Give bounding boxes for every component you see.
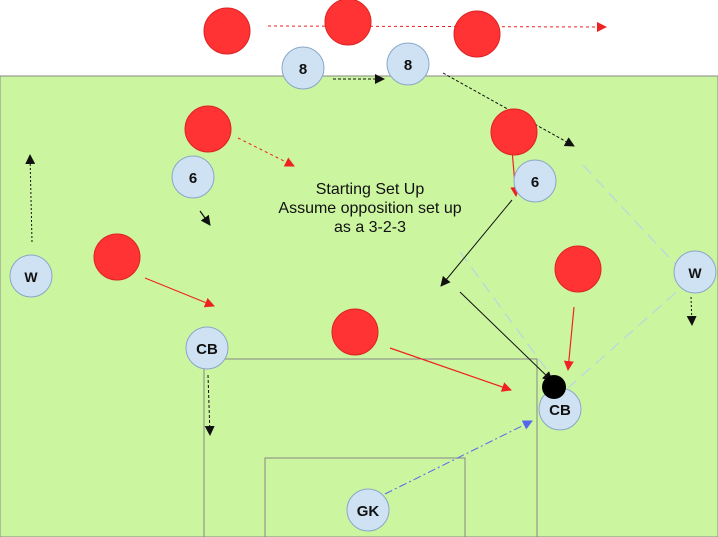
passing-lane-line: [567, 279, 691, 389]
diagram-note: Starting Set Up Assume opposition set up…: [240, 180, 500, 237]
passing-lane-line: [459, 251, 559, 386]
player-label: 8: [299, 61, 307, 78]
note-title: Starting Set Up: [315, 181, 425, 198]
player-move-arrow: [204, 374, 215, 436]
note-line: Assume opposition set up: [278, 200, 462, 217]
opponent-run-arrow: [563, 306, 575, 371]
player-8-left: 8: [281, 46, 325, 90]
player-move-arrow: [459, 291, 553, 382]
opponent-player: [490, 108, 538, 156]
player-label: W: [24, 269, 38, 285]
player-cb-right: CB: [538, 387, 582, 431]
player-label: CB: [196, 341, 218, 358]
player-cb-left: CB: [185, 326, 229, 370]
player-6-left: 6: [171, 155, 215, 199]
opponent-run-arrow: [144, 277, 215, 308]
opponent-player: [93, 233, 141, 281]
player-goalkeeper: GK: [346, 488, 390, 532]
player-move-arrow: [440, 199, 513, 287]
opponent-run-arrow: [237, 137, 295, 167]
penalty-box: [203, 358, 538, 537]
player-label: CB: [549, 402, 571, 419]
player-move-arrow: [199, 210, 211, 226]
player-label: 8: [404, 57, 412, 74]
six-yard-box: [264, 457, 466, 537]
opponent-run-arrow: [389, 347, 512, 392]
own-players: 8 8 6 6 W W CB: [9, 42, 717, 532]
passing-lane-line: [582, 164, 691, 281]
player-move-arrow: [25, 154, 36, 243]
opponent-player: [453, 10, 501, 58]
opponent-player: [203, 7, 251, 55]
opponent-run-arrow: [267, 21, 607, 32]
opponent-player: [324, 0, 372, 46]
player-label: W: [688, 265, 702, 281]
opponent-player: [184, 105, 232, 153]
player-wing-left: W: [9, 254, 53, 298]
note-line: as a 3-2-3: [333, 219, 407, 236]
player-label: GK: [357, 503, 380, 520]
opponent-player: [554, 245, 602, 293]
player-wing-right: W: [673, 250, 717, 294]
goalkeeper-pass-arrow: [384, 420, 533, 495]
player-6-right: 6: [513, 159, 557, 203]
pitch: [0, 75, 718, 537]
player-8-right: 8: [386, 42, 430, 86]
player-move-arrow: [686, 296, 697, 326]
opponent-player: [331, 308, 379, 356]
player-label: 6: [531, 174, 539, 191]
ball-icon: [542, 375, 566, 399]
player-label: 6: [189, 170, 197, 187]
opponents: [93, 0, 602, 356]
